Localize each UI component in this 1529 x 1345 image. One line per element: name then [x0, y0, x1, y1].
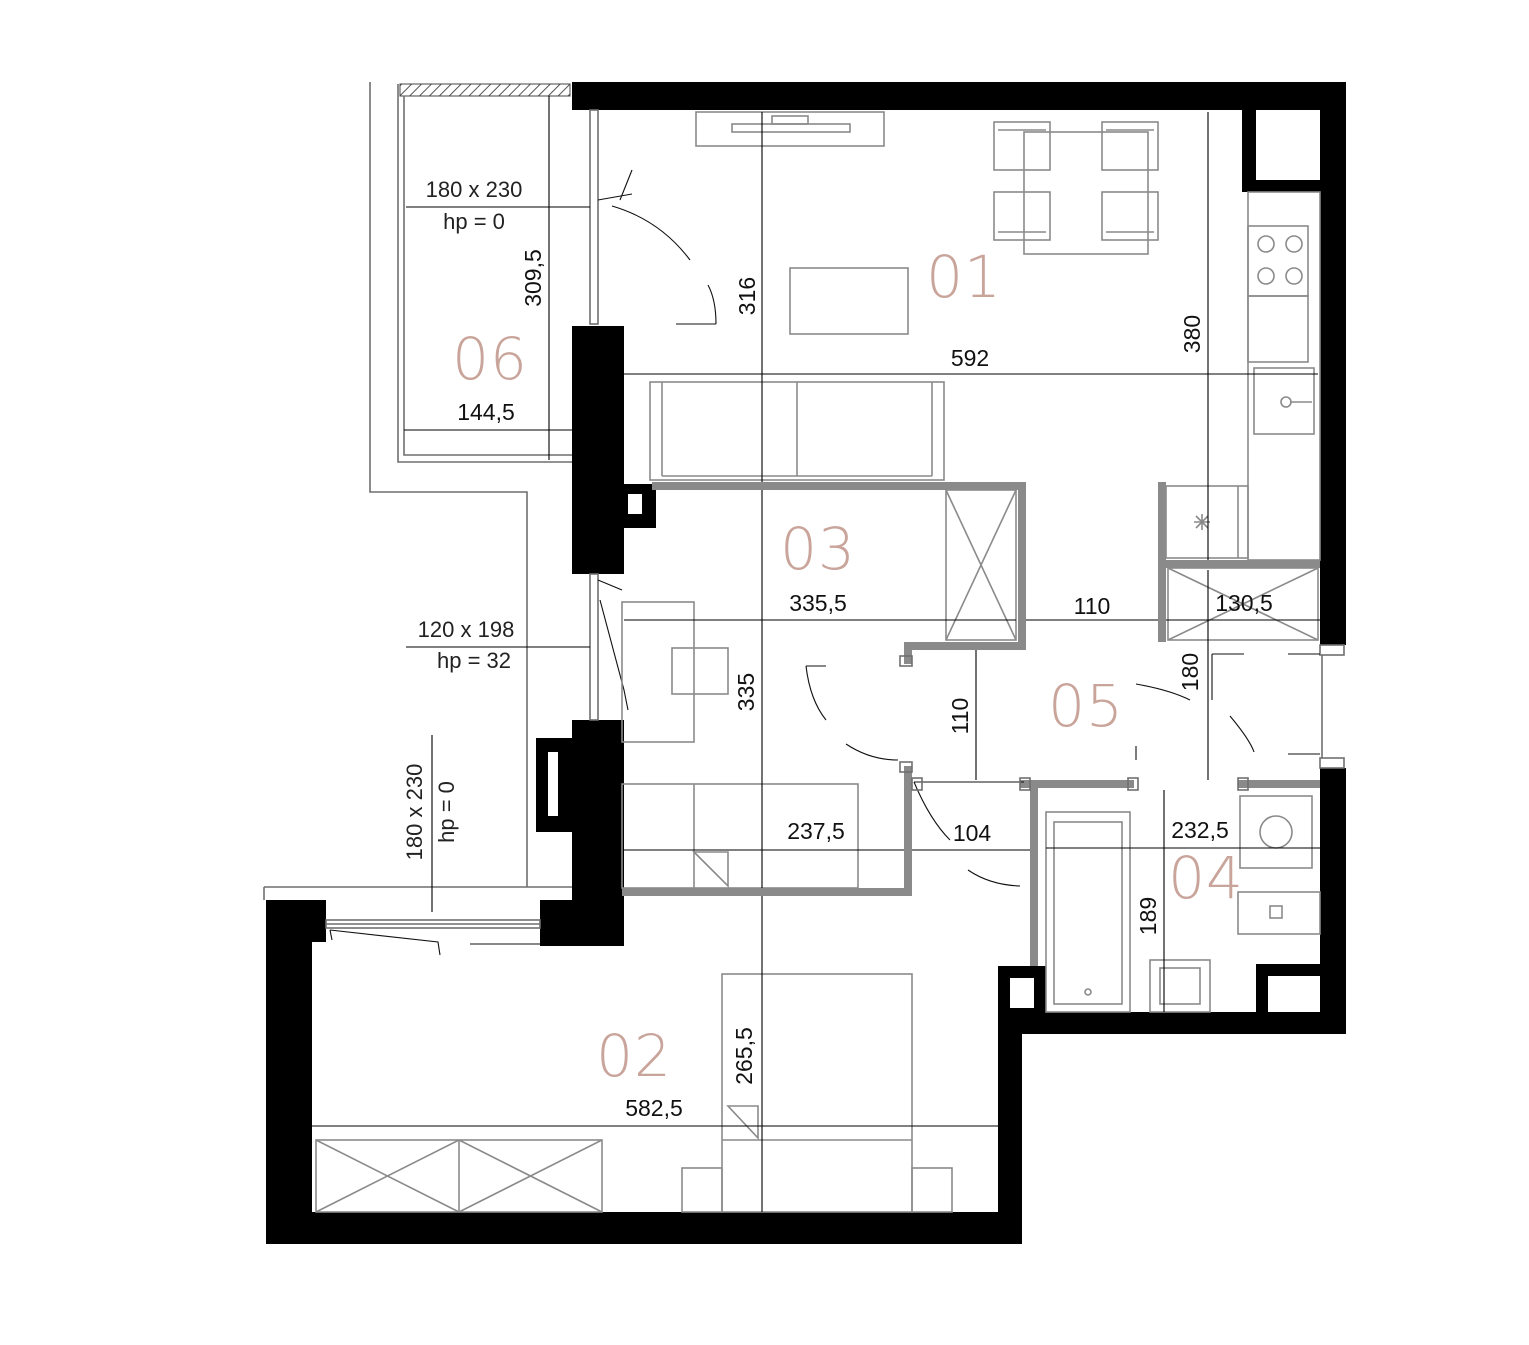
room-numbers: 01 02 03 04 05 06 [452, 243, 1244, 1090]
dimension-labels: 316 380 592 309,5 144,5 335,5 110 130,5 … [457, 249, 1273, 1121]
dim-104: 104 [953, 820, 992, 846]
dim-309-5: 309,5 [520, 249, 546, 307]
furniture [315, 111, 1321, 1213]
exterior-walls [266, 82, 1346, 1244]
room-06-label: 06 [452, 325, 528, 393]
window-2-hp: hp = 32 [437, 648, 511, 673]
dim-380: 380 [1179, 315, 1205, 353]
room-02-label: 02 [596, 1022, 672, 1090]
dim-335: 335 [733, 673, 759, 711]
balcony-outline [263, 82, 572, 900]
dim-189: 189 [1135, 897, 1161, 935]
interior-walls [622, 482, 1320, 966]
dimension-lines [312, 96, 1320, 1212]
dim-237-5: 237,5 [787, 818, 845, 844]
dim-232-5: 232,5 [1171, 817, 1229, 843]
dim-130-5: 130,5 [1215, 590, 1273, 616]
dim-592: 592 [951, 345, 989, 371]
room-01-label: 01 [926, 243, 1002, 311]
window-3-size: 180 x 230 [402, 764, 427, 861]
dim-144-5: 144,5 [457, 399, 515, 425]
dim-180: 180 [1177, 653, 1203, 691]
dim-110-vertical: 110 [947, 698, 973, 735]
window-labels: 180 x 230 hp = 0 120 x 198 hp = 32 180 x… [402, 177, 522, 860]
dim-265-5: 265,5 [731, 1027, 757, 1085]
window-1-size: 180 x 230 [426, 177, 523, 202]
room-03-label: 03 [780, 515, 856, 583]
doors [329, 169, 1320, 956]
room-05-label: 05 [1048, 672, 1124, 740]
dim-316: 316 [734, 277, 760, 315]
window-1-hp: hp = 0 [443, 209, 505, 234]
dim-110-horizontal: 110 [1074, 593, 1111, 619]
window-3-hp: hp = 0 [434, 781, 459, 843]
room-04-label: 04 [1168, 844, 1244, 912]
dim-582-5: 582,5 [625, 1095, 683, 1121]
dim-335-5: 335,5 [789, 590, 847, 616]
window-2-size: 120 x 198 [418, 617, 515, 642]
